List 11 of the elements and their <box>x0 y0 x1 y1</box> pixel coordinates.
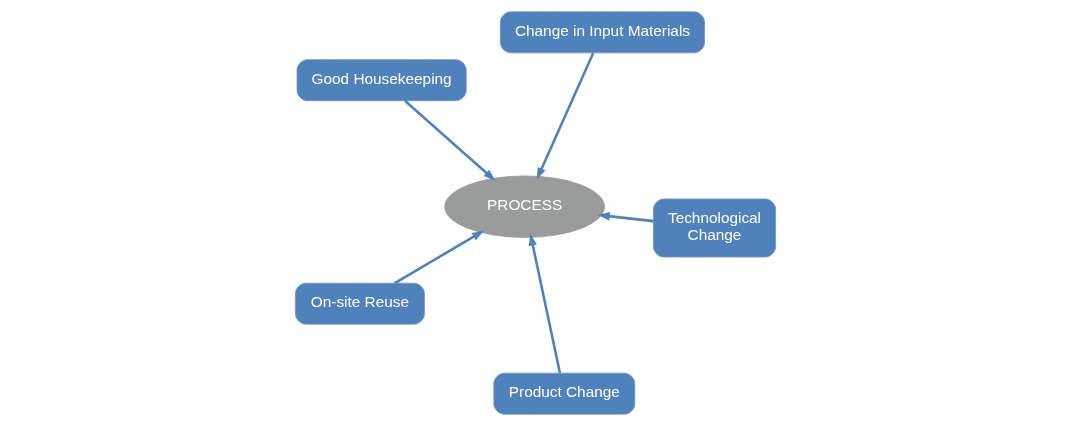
node-box: On-site Reuse <box>294 282 425 325</box>
arrow <box>403 99 495 181</box>
node-box: Good Housekeeping <box>296 59 467 102</box>
arrow <box>393 230 484 285</box>
node-box: Technological Change <box>652 198 776 258</box>
arrow <box>528 233 561 374</box>
node-ellipse: PROCESS <box>443 175 605 238</box>
arrow <box>536 52 594 180</box>
node-box: Product Change <box>492 372 635 415</box>
node-box: Change in Input Materials <box>499 11 705 54</box>
arrow <box>597 212 654 223</box>
